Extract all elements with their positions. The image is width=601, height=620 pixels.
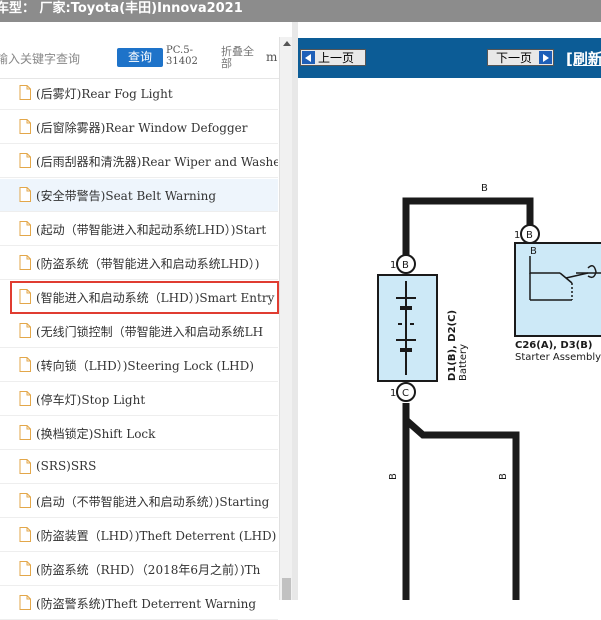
tree-item[interactable]: (防盗系统（RHD）（2018年6月之前）)Th — [0, 553, 278, 586]
prev-page-button[interactable]: 上一页 — [300, 49, 366, 66]
battery-pin-bottom-number: 1 — [390, 388, 396, 399]
tree-item[interactable]: (起动（带智能进入和起动系统LHD）)Start — [0, 213, 278, 246]
starter-inner-label: B — [530, 246, 537, 257]
tree-item-label: (安全带警告)Seat Belt Warning — [36, 189, 217, 203]
document-icon — [19, 357, 31, 372]
tree-item[interactable]: (防盗装置（LHD）)Theft Deterrent (LHD) — [0, 519, 278, 552]
document-icon — [19, 595, 31, 610]
tree-item-label: (起动（带智能进入和起动系统LHD）)Start — [36, 223, 267, 237]
starter-name-label: Starter Assembly — [515, 352, 601, 363]
battery-pin-top — [396, 254, 416, 274]
document-icon — [19, 425, 31, 440]
starter-symbol — [514, 242, 601, 337]
tree-item-label: (防盗系统（带智能进入和启动系统LHD）) — [36, 257, 260, 271]
tree-item[interactable]: (后雾灯)Rear Fog Light — [0, 77, 278, 110]
tree-item-label: (启动（不带智能进入和启动系统）)Starting — [36, 495, 270, 509]
battery-pin-bottom-label: C — [402, 388, 409, 399]
tree-item[interactable]: (安全带警告)Seat Belt Warning — [0, 179, 278, 212]
arrow-right-icon — [539, 51, 552, 64]
query-button[interactable]: 查询 — [117, 48, 163, 67]
battery-pin-bottom — [396, 382, 416, 402]
document-icon — [19, 561, 31, 576]
tree-item-label: (防盗装置（LHD）)Theft Deterrent (LHD) — [36, 529, 277, 543]
tree-item-label: (SRS)SRS — [36, 459, 97, 473]
tree-item-label: (停车灯)Stop Light — [36, 393, 146, 407]
wire-right-label: B — [498, 473, 509, 480]
document-icon — [19, 493, 31, 508]
document-icon — [19, 391, 31, 406]
tree-item-label: (无线门锁控制（带智能进入和启动系统LH — [36, 325, 264, 339]
tree-item-label: (防盗警系统)Theft Deterrent Warning — [36, 597, 257, 611]
scroll-up-arrow-icon[interactable] — [283, 41, 291, 46]
wire-left-label: B — [388, 473, 399, 480]
panel-divider[interactable] — [292, 22, 298, 600]
tree-item[interactable]: (后窗除雾器)Rear Window Defogger — [0, 111, 278, 144]
next-page-button[interactable]: 下一页 — [487, 49, 554, 66]
search-bar: 查询 PC.5-31402 折叠全部 m — [0, 22, 280, 79]
battery-pin-top-number: 1 — [390, 260, 396, 271]
vehicle-title: 车型： 厂家:Toyota(丰田)Innova2021 — [0, 1, 243, 16]
battery-symbol — [377, 274, 438, 382]
fold-all-button[interactable]: 折叠全部 — [221, 45, 254, 70]
tree-item[interactable]: (防盗警系统)Theft Deterrent Warning — [0, 587, 278, 620]
document-icon — [19, 323, 31, 338]
arrow-left-icon — [302, 51, 315, 64]
starter-pin-number: 1 — [514, 230, 520, 241]
battery-name-label: Battery — [458, 344, 469, 381]
battery-cells-icon — [396, 281, 416, 375]
tree-item-label: (智能进入和启动系统（LHD）)Smart Entry — [36, 291, 275, 305]
tree-item[interactable]: (无线门锁控制（带智能进入和启动系统LH — [0, 315, 278, 348]
battery-code-label: D1(B), D2(C) — [447, 310, 458, 381]
starter-code-label: C26(A), D3(B) — [515, 340, 592, 351]
document-icon — [19, 289, 31, 304]
diagram-panel: 上一页 下一页 [刷新 — [298, 22, 601, 600]
document-icon — [19, 459, 31, 474]
tree-item[interactable]: (智能进入和启动系统（LHD）)Smart Entry — [10, 281, 279, 314]
tree-item[interactable]: (转向锁（LHD）)Steering Lock (LHD) — [0, 349, 278, 382]
refresh-link[interactable]: [刷新 — [566, 50, 601, 68]
page-nav-bar: 上一页 下一页 [刷新 — [298, 38, 601, 78]
battery-pin-top-label: B — [402, 260, 409, 271]
title-bar: 车型： 厂家:Toyota(丰田)Innova2021 — [0, 0, 601, 22]
document-icon — [19, 119, 31, 134]
next-page-label: 下一页 — [496, 51, 533, 65]
tree-item[interactable]: (后雨刮器和清洗器)Rear Wiper and Washer — [0, 145, 278, 178]
scroll-thumb[interactable] — [282, 578, 291, 600]
wire-top-label: B — [481, 183, 488, 194]
tree-item[interactable]: (防盗系统（带智能进入和启动系统LHD）) — [0, 247, 278, 280]
document-icon — [19, 255, 31, 270]
document-icon — [19, 153, 31, 168]
tree-item[interactable]: (换档锁定)Shift Lock — [0, 417, 278, 450]
tree-item[interactable]: (启动（不带智能进入和启动系统）)Starting — [0, 485, 278, 518]
wire-right — [403, 417, 520, 600]
tree-item[interactable]: (SRS)SRS — [0, 451, 278, 484]
tree-item-label: (后雾灯)Rear Fog Light — [36, 87, 173, 101]
document-icon — [19, 85, 31, 100]
tree-item-label: (换档锁定)Shift Lock — [36, 427, 156, 441]
tree-item[interactable]: (停车灯)Stop Light — [0, 383, 278, 416]
starter-switch-icon — [529, 256, 601, 301]
document-icon — [19, 187, 31, 202]
tree-item-label: (后雨刮器和清洗器)Rear Wiper and Washer — [36, 155, 278, 169]
prev-page-label: 上一页 — [318, 51, 355, 65]
more-truncated-label: m — [266, 50, 278, 64]
tree-item-label: (后窗除雾器)Rear Window Defogger — [36, 121, 248, 135]
left-scrollbar[interactable] — [279, 37, 293, 600]
tree-item-label: (转向锁（LHD）)Steering Lock (LHD) — [36, 359, 254, 373]
wiring-diagram: B B B 1 B 1 C 1 B B D1(B), D2(C) Battery… — [377, 183, 601, 600]
document-icon — [19, 527, 31, 542]
pc-code-label: PC.5-31402 — [166, 45, 198, 67]
starter-pin-label: B — [526, 230, 533, 241]
wire-top — [402, 197, 534, 255]
document-icon — [19, 221, 31, 236]
search-input[interactable] — [0, 49, 108, 69]
tree-item-label: (防盗系统（RHD）（2018年6月之前）)Th — [36, 563, 261, 577]
